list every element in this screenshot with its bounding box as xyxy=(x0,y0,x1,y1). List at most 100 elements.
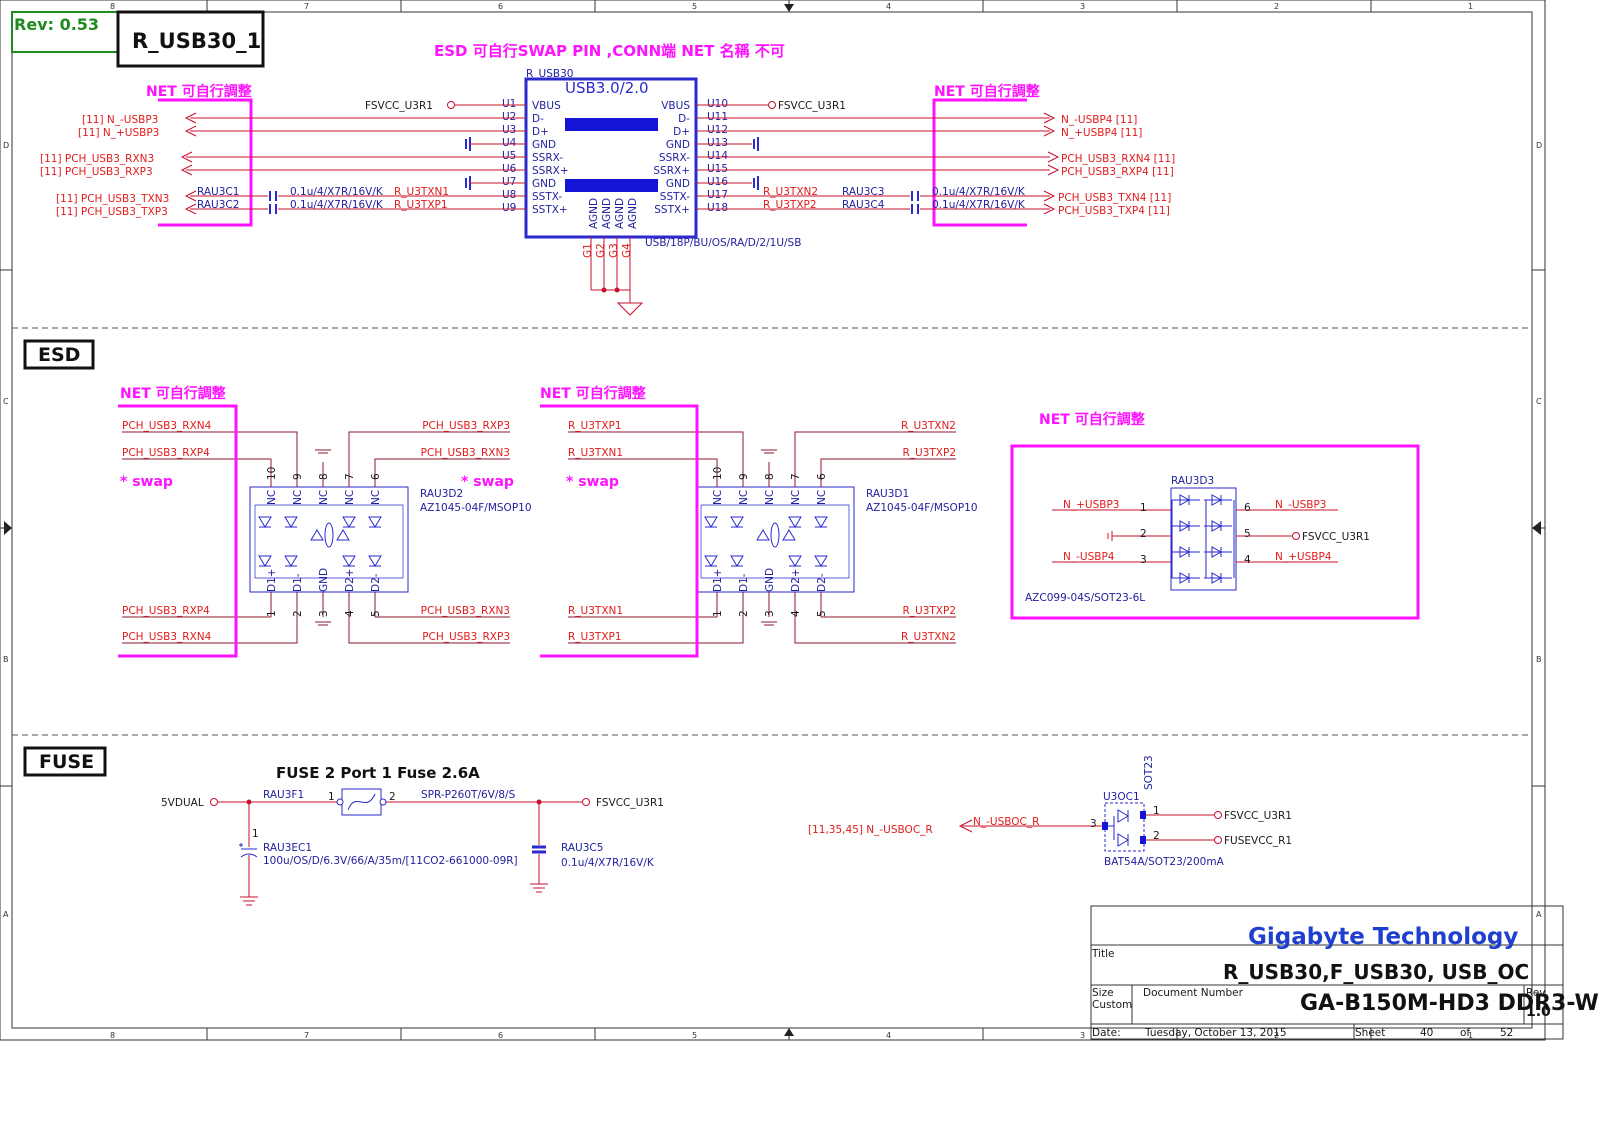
rau3d2-bot-label-4: D2+ xyxy=(344,568,356,592)
right-n-usbp4-neg: N_-USBP4 [11] xyxy=(1061,114,1137,126)
border-row-b: B xyxy=(3,655,9,664)
conn-right-num-9: U18 xyxy=(707,202,728,214)
conn-right-num-2: U11 xyxy=(707,111,728,123)
rau3d2-top-pin-4: 7 xyxy=(344,473,356,480)
rau3d3-net-3: N_-USBP4 xyxy=(1063,551,1115,563)
rau3d2-bot-label-1: D1+ xyxy=(266,568,278,592)
conn-left-num-8: U8 xyxy=(502,189,516,201)
of-label: of xyxy=(1460,1027,1470,1039)
conn-left-pin-1: VBUS xyxy=(532,100,561,112)
border-col-2: 2 xyxy=(1274,2,1279,11)
esd-section-label: ESD xyxy=(38,344,80,366)
fuse-circuit: 5VDUAL FSVCC_U3R1 RAU3F1 1 2 SPR-P260T/6… xyxy=(161,788,664,906)
swap-note-3: * swap xyxy=(566,474,619,490)
agnd-3: AGND xyxy=(614,198,626,229)
fuse-pin-2: 2 xyxy=(389,791,396,803)
right-txn4: PCH_USB3_TXN4 [11] xyxy=(1058,192,1171,204)
fuse-in-net: 5VDUAL xyxy=(161,797,204,809)
net-note-left: NET 可自行調整 xyxy=(146,83,253,100)
c5-ref: RAU3C5 xyxy=(561,842,603,854)
conn-left-pin-8: SSTX- xyxy=(532,191,562,203)
border-row-a: A xyxy=(3,910,9,919)
rau3d2-net-lb-1: PCH_USB3_RXP4 xyxy=(122,605,210,617)
sheet-number: 40 xyxy=(1420,1027,1433,1039)
border-col-7-bottom: 7 xyxy=(304,1031,309,1040)
border-row-d-right: D xyxy=(1536,141,1542,150)
conn-left-num-6: U6 xyxy=(502,163,517,175)
rau3d2-bot-label-5: D2- xyxy=(370,573,382,592)
rau3d1-top-label-2: NC xyxy=(738,490,750,505)
oc-net-label: N_-USBOC_R xyxy=(973,816,1039,828)
conn-right-pin-2: D- xyxy=(678,113,690,125)
rau3d1-net-lt-1: R_U3TXP1 xyxy=(568,420,622,432)
rau3d1-net-rt-2: R_U3TXP2 xyxy=(902,447,956,459)
esd-array-rau3d3: NET 可自行調整 RAU3D3 AZC099-04S/SOT23-6L N_+… xyxy=(1010,411,1420,620)
rau3d3-net-1: N_+USBP3 xyxy=(1063,499,1119,511)
connector-ref: R_USB30 xyxy=(526,68,573,80)
net-note-esd-1: NET 可自行調整 xyxy=(120,385,227,402)
sheet-total: 52 xyxy=(1500,1027,1513,1039)
conn-right-pin-3: D+ xyxy=(673,126,690,138)
conn-left-num-3: U3 xyxy=(502,124,516,136)
right-u3txp2: R_U3TXP2 xyxy=(763,199,817,211)
oc-pin-1: 1 xyxy=(1153,805,1160,817)
rau3d2-net-lt-1: PCH_USB3_RXN4 xyxy=(122,420,212,432)
border-row-c-right: C xyxy=(1536,397,1542,406)
conn-left-num-4: U4 xyxy=(502,137,517,149)
conn-left-num-9: U9 xyxy=(502,202,516,214)
rau3d2-top-pin-3: 8 xyxy=(318,473,330,480)
cap-rau3c3-val: 0.1u/4/X7R/16V/K xyxy=(932,186,1026,198)
rau3d2-top-pin-1: 10 xyxy=(266,467,278,480)
rau3d2-net-rb-2: PCH_USB3_RXP3 xyxy=(422,631,510,643)
rau3d3-pin-6: 6 xyxy=(1244,502,1251,514)
rau3d2-bot-pin-5: 5 xyxy=(370,610,382,617)
conn-left-pin-9: SSTX+ xyxy=(532,204,568,216)
net-note-esd-3: NET 可自行調整 xyxy=(1039,411,1146,428)
rau3d2-top-label-3: NC xyxy=(318,490,330,505)
swap-note-2: * swap xyxy=(461,474,514,490)
net-note-right: NET 可自行調整 xyxy=(934,83,1041,100)
conn-right-pin-6: SSRX+ xyxy=(653,165,690,177)
net-note-esd-2: NET 可自行調整 xyxy=(540,385,647,402)
sheet-label: Sheet xyxy=(1355,1027,1385,1039)
fuse-title: FUSE 2 Port 1 Fuse 2.6A xyxy=(276,764,480,782)
cap-rau3c2-ref: RAU3C2 xyxy=(197,199,239,211)
cap-rau3c3-ref: RAU3C3 xyxy=(842,186,884,198)
esd-label-box xyxy=(23,339,95,370)
rau3d1-top-label-3: NC xyxy=(764,490,776,505)
oc-net-ref: [11,35,45] N_-USBOC_R xyxy=(808,824,933,836)
ec1-pin: 1 xyxy=(252,828,259,840)
title-block: Gigabyte Technology Title R_USB30,F_USB3… xyxy=(1090,905,1600,1040)
rau3d2-top-label-5: NC xyxy=(370,490,382,505)
left-fsvcc: FSVCC_U3R1 xyxy=(365,100,433,112)
conn-left-pin-2: D- xyxy=(532,113,544,125)
rau3d1-top-label-1: NC xyxy=(712,490,724,505)
rau3d2-top-pin-2: 9 xyxy=(292,473,304,480)
right-n-usbp4-pos: N_+USBP4 [11] xyxy=(1061,127,1142,139)
rau3d2-body xyxy=(249,486,409,593)
rau3d3-pin-4: 4 xyxy=(1244,554,1251,566)
cap-rau3c1-ref: RAU3C1 xyxy=(197,186,239,198)
esd-array-rau3d1: RAU3D1AZ1045-04F/MSOP10101NCD1+92NCD1-83… xyxy=(568,420,978,644)
rev-label: Rev: 0.53 xyxy=(14,15,99,34)
rau3d2-ref: RAU3D2 xyxy=(420,488,463,500)
border-col-2-bottom: 2 xyxy=(1274,1031,1279,1040)
c5-val: 0.1u/4/X7R/16V/K xyxy=(561,857,655,869)
net-bracket-esd-2 xyxy=(540,404,699,658)
conn-right-num-3: U12 xyxy=(707,124,728,136)
rau3d1-bot-pin-2: 2 xyxy=(738,610,750,617)
rau3d3-net-5: FSVCC_U3R1 xyxy=(1302,531,1370,543)
rau3d3-ref: RAU3D3 xyxy=(1171,475,1214,487)
border-col-5-bottom: 5 xyxy=(692,1031,697,1040)
company-name: Gigabyte Technology xyxy=(1248,924,1518,950)
border-col-6-bottom: 6 xyxy=(498,1031,503,1040)
rau3d1-net-lb-2: R_U3TXP1 xyxy=(568,631,622,643)
rau3d1-part: AZ1045-04F/MSOP10 xyxy=(866,502,978,514)
right-u3txn2: R_U3TXN2 xyxy=(763,186,818,198)
rau3d2-net-rt-2: PCH_USB3_RXN3 xyxy=(421,447,510,459)
conn-right-num-5: U14 xyxy=(707,150,728,162)
rau3d1-bot-pin-5: 5 xyxy=(816,610,828,617)
oc-diode-u3oc1: [11,35,45] N_-USBOC_R N_-USBOC_R U3OC1 S… xyxy=(808,755,1292,868)
